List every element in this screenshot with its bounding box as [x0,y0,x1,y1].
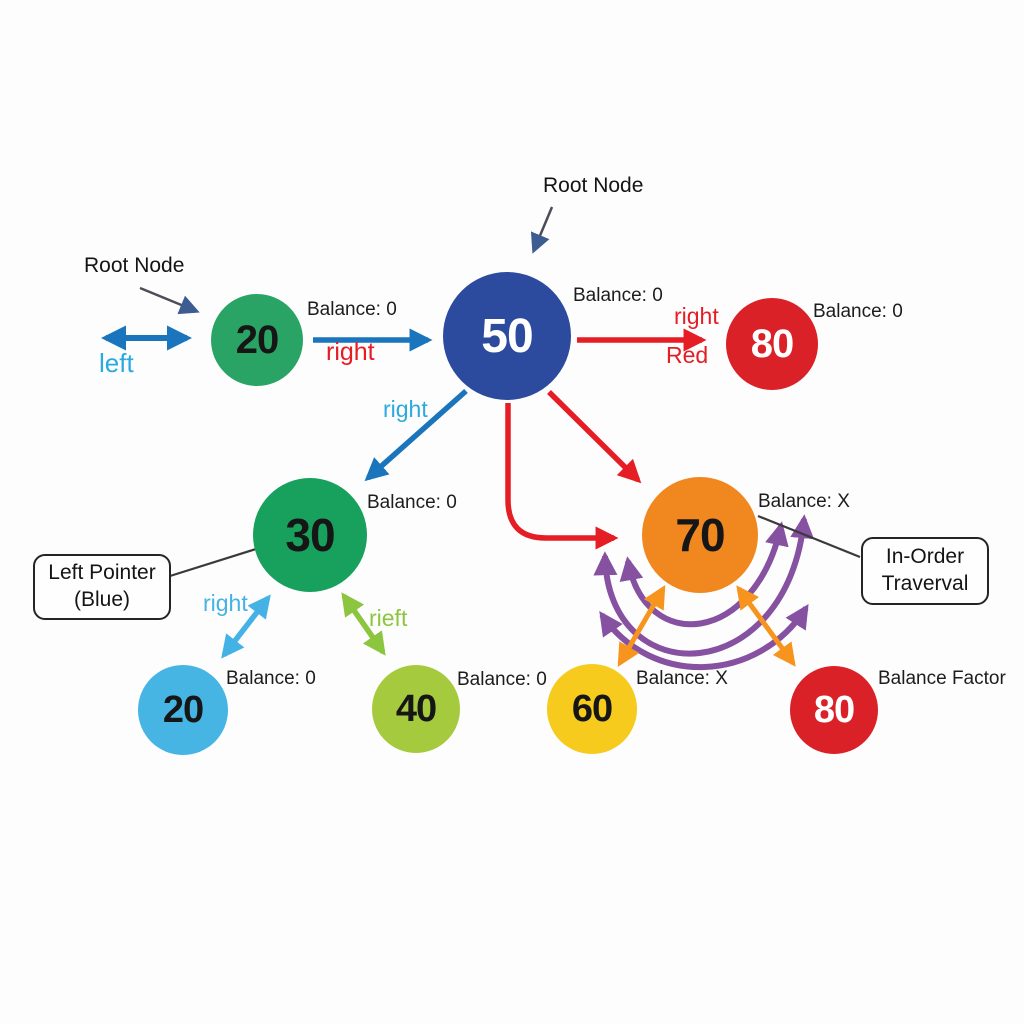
balance-factor-label: Balance Factor [878,668,1006,689]
balance-label-80-top: Balance: 0 [813,301,903,322]
balance-label-50: Balance: 0 [573,285,663,306]
node-50-value: 50 [481,309,533,363]
edge-70-60-double-arrow [617,585,666,667]
left-pointer-callout: Left Pointer (Blue) [33,554,171,620]
edge-label-rieft-30-40: rieft [369,605,408,631]
left-pointer-callout-line [169,547,257,578]
balance-label-20-top: Balance: 0 [307,299,397,320]
root-left-callout-arrow [139,286,200,315]
node-70: 70 [642,477,758,593]
edge-50-70-arrow [547,390,642,484]
balance-label-30: Balance: 0 [367,492,457,513]
edge-label-right-50-30: right [383,396,428,422]
node-80-top-value: 80 [750,321,794,366]
inorder-callout-line2: Traverval [881,572,969,595]
inorder-callout-line [757,514,861,559]
node-40: 40 [372,665,460,753]
node-30-value: 30 [285,509,335,561]
node-20-top: 20 [211,294,303,386]
node-50-root: 50 [443,272,571,400]
root-node-label-left: Root Node [84,254,185,277]
node-60: 60 [547,664,637,754]
node-80-bottom: 80 [790,666,878,754]
edge-label-right-20-50: right [326,338,375,366]
edge-label-right-30-20: right [203,590,248,616]
edge-30-40-double-arrow [341,592,386,656]
edge-50-30-arrow [364,388,468,482]
edge-label-left: left [99,348,134,378]
edge-label-right-50-80: right [674,303,719,329]
node-40-value: 40 [395,687,437,730]
edge-70-80-double-arrow [736,585,796,667]
node-60-value: 60 [571,687,613,730]
edge-50-70-curved-arrow [505,403,619,550]
left-pointer-callout-line1: Left Pointer [48,561,156,585]
balance-label-60: Balance: X [636,668,728,689]
inorder-callout-line1: In-Order [885,545,965,569]
node-20-bottom-value: 20 [162,688,204,731]
edge-label-red-50-80: Red [666,342,709,368]
balance-label-70: Balance: X [758,491,850,512]
node-20-top-value: 20 [235,317,279,362]
node-80-bottom-value: 80 [813,688,855,731]
inorder-traversal-callout: In-Order Traverval [861,537,989,605]
edge-30-20-double-arrow [221,594,271,659]
root-center-callout-arrow [530,206,554,254]
balance-label-20-bottom: Balance: 0 [226,668,316,689]
root-node-label-center: Root Node [543,174,644,197]
node-20-bottom: 20 [138,665,228,755]
node-70-value: 70 [675,509,725,561]
left-pointer-callout-line2: (Blue) [73,588,131,611]
node-30: 30 [253,478,367,592]
node-80-top: 80 [726,298,818,390]
balance-label-40: Balance: 0 [457,669,547,690]
